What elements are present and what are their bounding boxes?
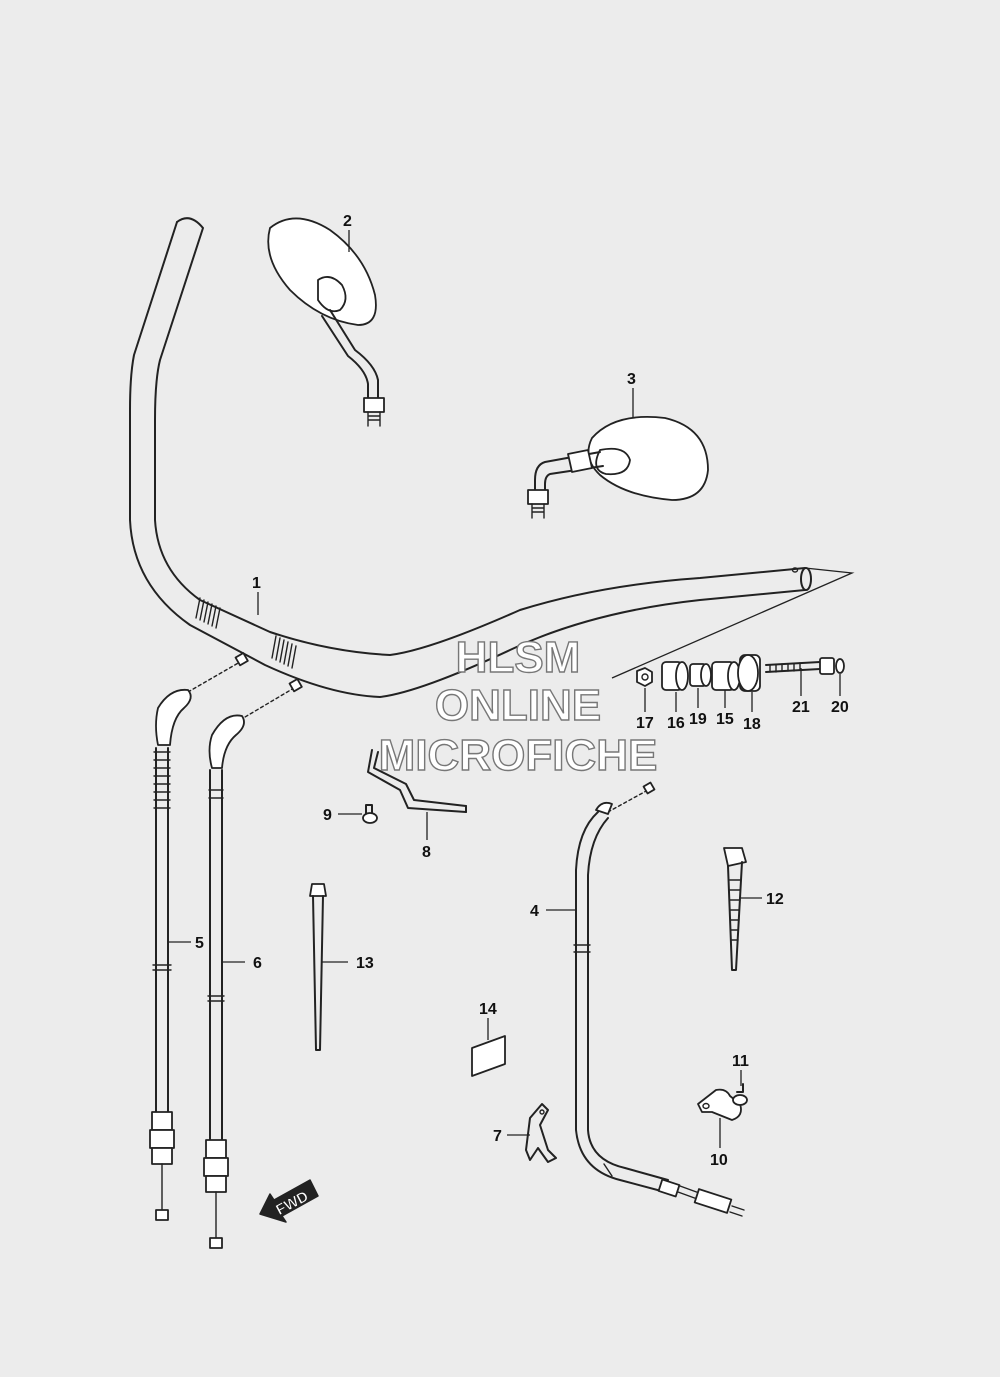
throttle-cable-6[interactable] xyxy=(203,678,303,1249)
callout-2: 2 xyxy=(343,213,352,230)
callout-numbers: 1 2 3 4 5 6 7 8 9 10 11 12 13 14 15 16 1… xyxy=(195,213,849,1169)
mirror-left[interactable] xyxy=(267,217,385,427)
clamp-7[interactable] xyxy=(525,1103,557,1163)
bolt-21[interactable] xyxy=(765,657,835,675)
watermark: HLSM ONLINE MICROFICHE xyxy=(378,632,658,780)
bracket-10[interactable] xyxy=(697,1088,742,1121)
callout-11: 11 xyxy=(732,1053,749,1070)
callout-21: 21 xyxy=(792,699,810,716)
callout-8: 8 xyxy=(422,844,431,861)
callout-20: 20 xyxy=(831,699,849,716)
callout-3: 3 xyxy=(627,371,636,388)
fwd-arrow-icon: FWD xyxy=(259,1179,319,1223)
callout-9: 9 xyxy=(323,807,332,824)
callout-14: 14 xyxy=(479,1001,497,1018)
knurl-left xyxy=(195,597,221,629)
callout-18: 18 xyxy=(743,716,761,733)
knurl-right xyxy=(271,635,297,669)
washer-20[interactable] xyxy=(835,658,845,674)
throttle-cable-5[interactable] xyxy=(149,652,249,1221)
callout-10: 10 xyxy=(710,1152,728,1169)
callout-15: 15 xyxy=(716,711,734,728)
callout-1: 1 xyxy=(252,575,261,592)
handlebar[interactable] xyxy=(129,217,855,698)
bolt-9[interactable] xyxy=(362,804,378,824)
balancer-15[interactable] xyxy=(711,661,741,691)
leader-lines xyxy=(169,230,841,1148)
clutch-cable-4[interactable] xyxy=(573,781,745,1217)
callout-4: 4 xyxy=(530,903,539,920)
balancer-16[interactable] xyxy=(661,661,689,691)
watermark-line-2: ONLINE xyxy=(435,681,601,730)
callout-19: 19 xyxy=(689,711,707,728)
balancer-18[interactable] xyxy=(737,654,761,692)
watermark-line-1: HLSM xyxy=(456,633,581,682)
watermark-line-3: MICROFICHE xyxy=(379,731,658,780)
callout-7: 7 xyxy=(493,1128,502,1145)
bolt-11[interactable] xyxy=(732,1083,748,1106)
callout-5: 5 xyxy=(195,935,204,952)
nut-17[interactable] xyxy=(636,667,653,687)
cable-tie-12[interactable] xyxy=(723,847,747,971)
cable-guide-8[interactable] xyxy=(367,749,467,813)
callout-17: 17 xyxy=(636,715,654,732)
callout-12: 12 xyxy=(766,891,784,908)
callout-6: 6 xyxy=(253,955,262,972)
cable-tie-13[interactable] xyxy=(309,883,327,1051)
label-14[interactable] xyxy=(471,1035,506,1077)
callout-13: 13 xyxy=(356,955,374,972)
spacer-19[interactable] xyxy=(689,663,712,687)
callout-16: 16 xyxy=(667,715,685,732)
mirror-right[interactable] xyxy=(527,415,709,519)
